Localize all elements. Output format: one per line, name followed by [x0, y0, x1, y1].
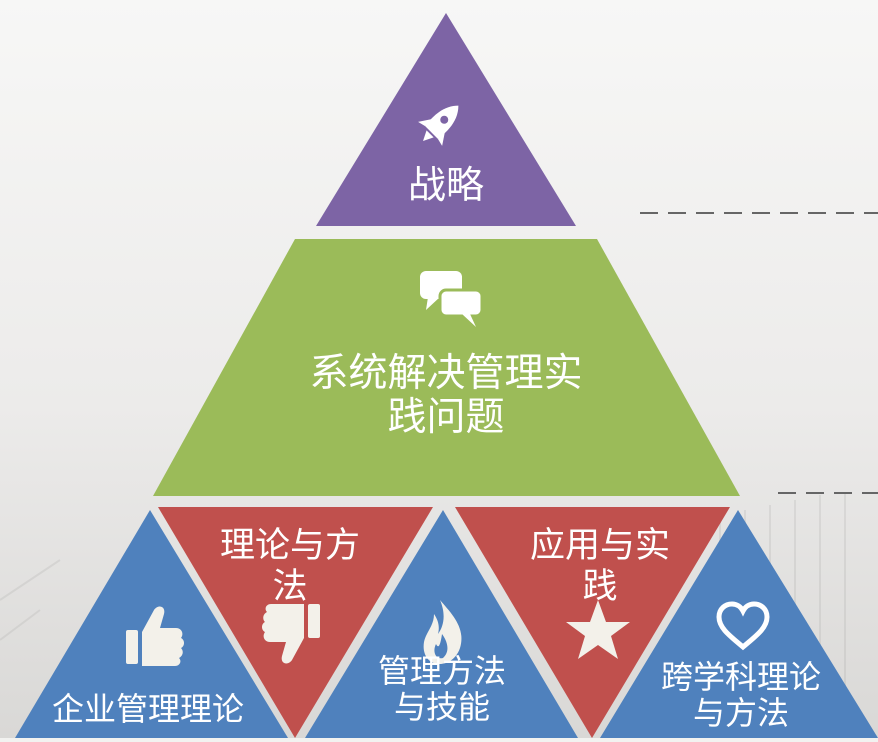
base-label-application-practice: 应用与实 践: [529, 526, 670, 608]
tier-base-interdisciplinary: [600, 510, 878, 738]
tier-middle-practice: [153, 239, 740, 496]
base-label-interdisciplinary: 跨学科理论 与方法: [660, 658, 821, 732]
base-label-management-skills: 管理方法 与技能: [377, 652, 506, 726]
base-label-theory-method: 理论与方 法: [219, 526, 360, 608]
chat-bubbles-icon: [420, 271, 484, 327]
star-icon: [566, 600, 630, 659]
tier-base-management-skills: [305, 510, 578, 738]
heart-icon: [716, 601, 770, 651]
base-label-enterprise-theory: 企业管理理论: [51, 690, 244, 728]
thumbs-up-icon: [126, 606, 184, 666]
tier-top-label: 战略: [407, 163, 484, 207]
flame-icon: [423, 600, 462, 664]
thumbs-down-icon: [262, 604, 320, 664]
tier-middle-label: 系统解决管理实 践问题: [309, 351, 583, 440]
rocket-icon: [418, 105, 459, 146]
